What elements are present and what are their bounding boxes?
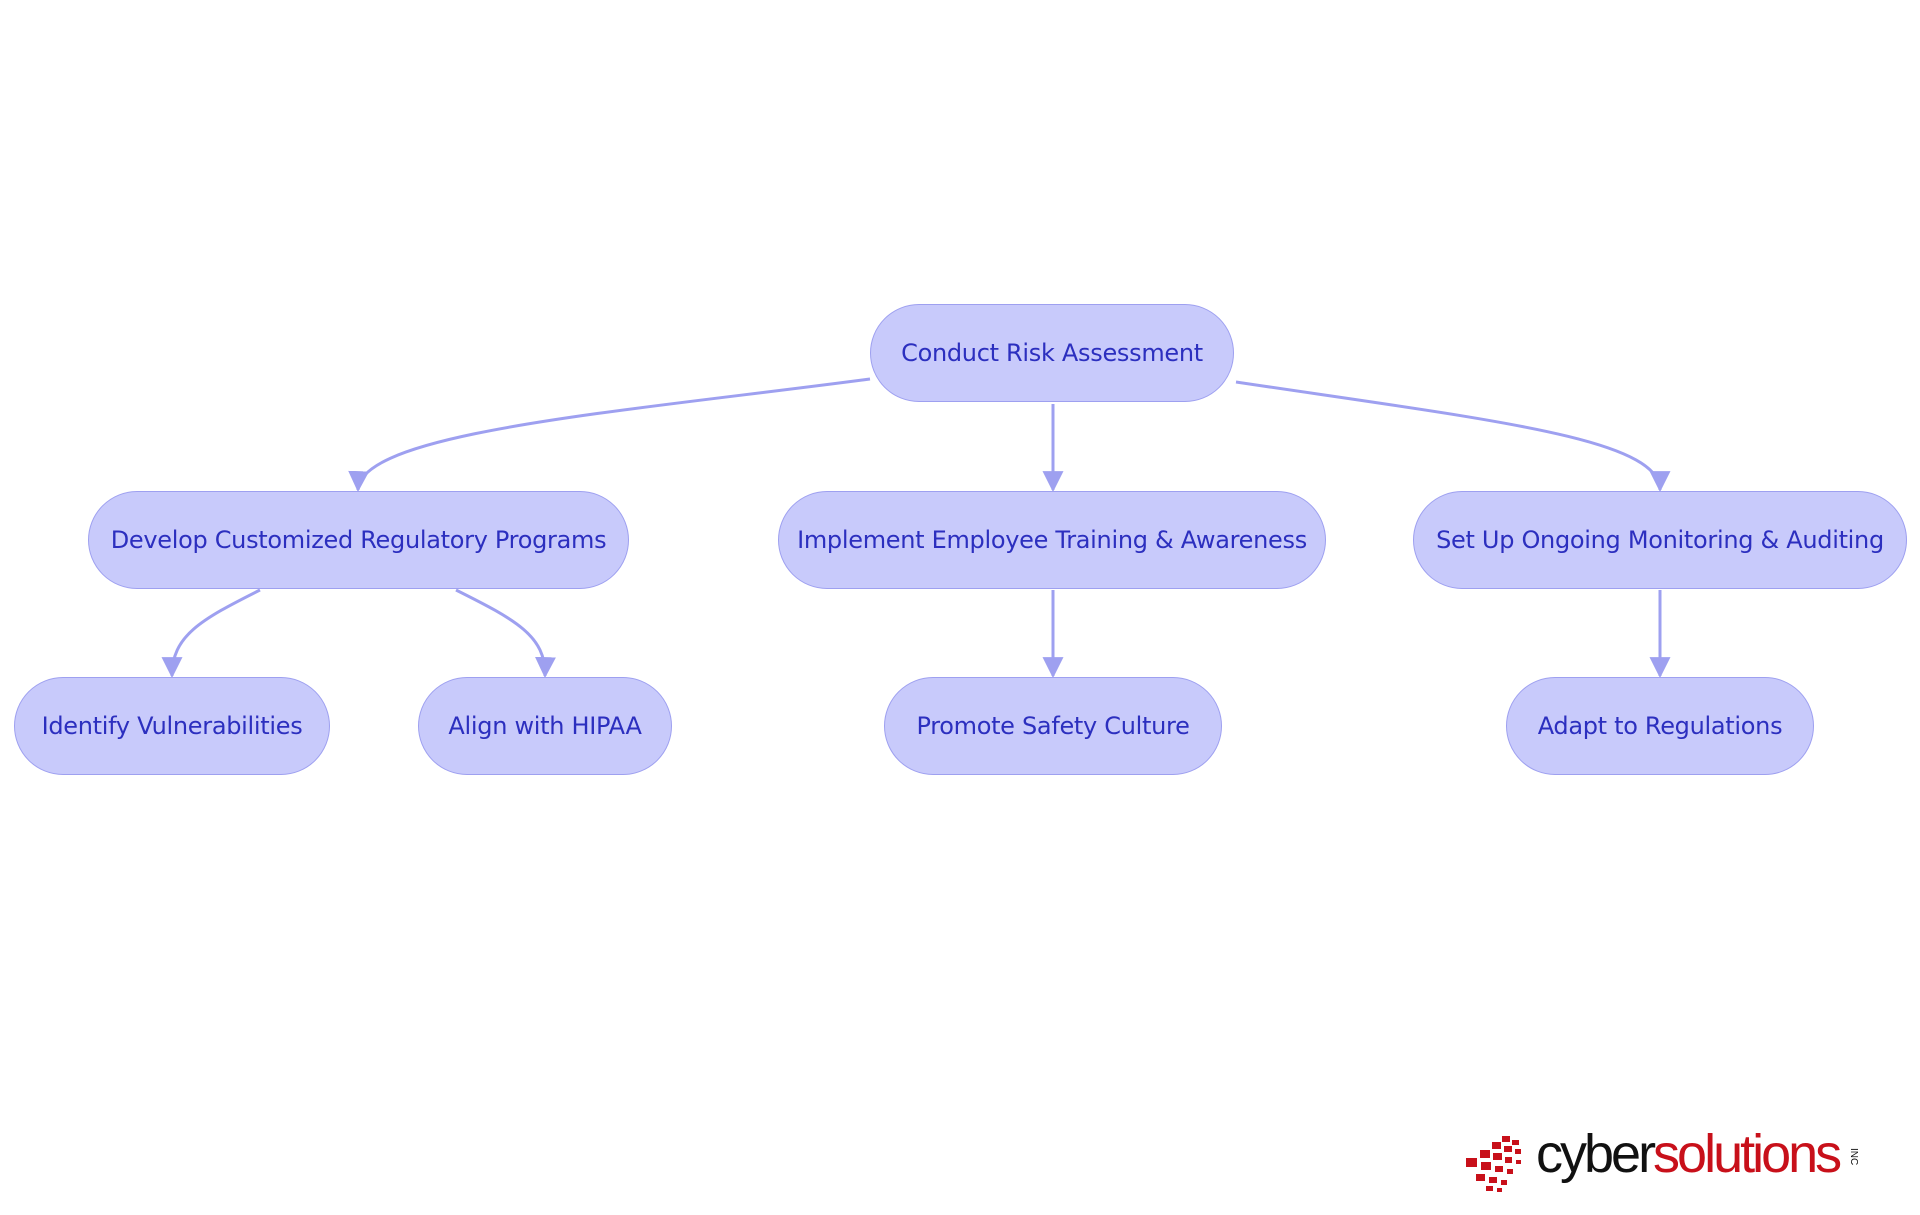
node-develop-regulatory-programs: Develop Customized Regulatory Programs bbox=[88, 491, 629, 589]
node-conduct-risk-assessment: Conduct Risk Assessment bbox=[870, 304, 1234, 402]
node-align-hipaa: Align with HIPAA bbox=[418, 677, 672, 775]
logo-mark-icon bbox=[1466, 1136, 1521, 1192]
node-identify-vulnerabilities: Identify Vulnerabilities bbox=[14, 677, 330, 775]
node-adapt-to-regulations: Adapt to Regulations bbox=[1506, 677, 1814, 775]
edge-root-mon bbox=[1235, 380, 1671, 493]
node-employee-training: Implement Employee Training & Awareness bbox=[778, 491, 1326, 589]
logo-wordmark: cybersolutions bbox=[1536, 1124, 1842, 1184]
logo-inc-label: INC bbox=[1848, 1148, 1859, 1166]
edge-dev-hipaa bbox=[455, 588, 556, 679]
node-promote-safety-culture: Promote Safety Culture bbox=[884, 677, 1222, 775]
edge-root-dev bbox=[348, 377, 871, 493]
logo-text-solutions: solutions bbox=[1653, 1124, 1842, 1184]
logo-text-cyber: cyber bbox=[1536, 1124, 1656, 1184]
edge-dev-vuln bbox=[161, 588, 261, 679]
cybersolutions-logo: cybersolutions INC bbox=[1462, 1122, 1882, 1194]
node-monitoring-auditing: Set Up Ongoing Monitoring & Auditing bbox=[1413, 491, 1907, 589]
